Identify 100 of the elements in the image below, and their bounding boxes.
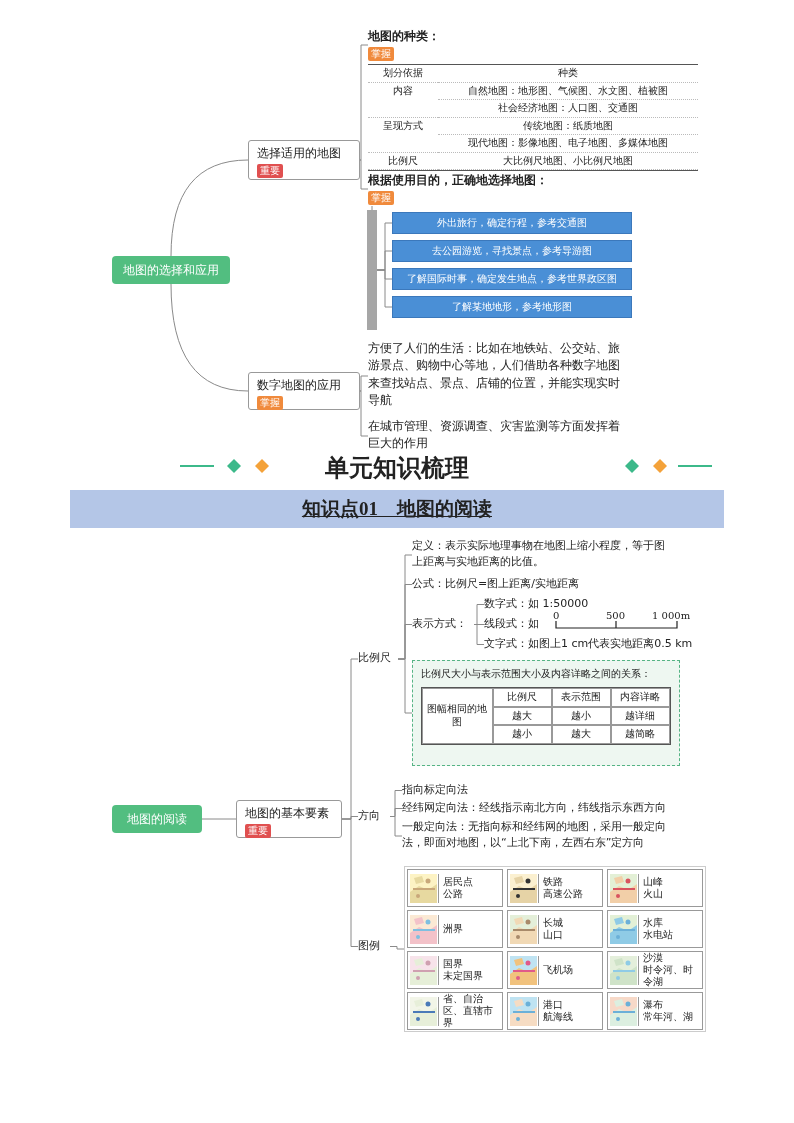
table-text: 内容 — [368, 82, 438, 118]
subtopic-box — [248, 140, 360, 180]
column-header: 内容详略 — [610, 688, 670, 707]
symbol-name: 常年河、湖 — [643, 1011, 693, 1023]
importance-tag: 掌握 — [257, 396, 283, 410]
legend-tile — [607, 951, 703, 989]
table-text: 传统地图：纸质地图 — [438, 117, 698, 135]
connector-line — [170, 283, 249, 392]
symbol-name: 长城 — [543, 917, 563, 929]
node-text: 图例 — [358, 938, 390, 955]
panel-heading: 比例尺大小与表示范围大小及内容详略之间的关系： — [421, 667, 652, 681]
symbol-name: 省、自治区、直辖市界 — [443, 993, 494, 1029]
option-box: 外出旅行，确定行程，参考交通图 — [392, 212, 632, 234]
scale-number: 0 — [553, 611, 560, 621]
legend-tile — [607, 910, 703, 948]
topic-box: 地图的阅读 — [112, 805, 202, 833]
symbol-name: 火山 — [643, 888, 663, 900]
symbol-name: 国界 — [443, 958, 464, 970]
table-text: 比例尺 — [368, 152, 438, 170]
option-box: 去公园游览，寻找景点，参考导游图 — [392, 240, 632, 262]
column-header: 表示范围 — [551, 688, 611, 707]
legend-tile — [507, 910, 603, 948]
symbol-name: 港口 — [543, 999, 564, 1011]
symbol-name: 居民点 — [443, 876, 473, 888]
node-text: 根据使用目的，正确地选择地图： — [368, 172, 549, 189]
symbol-name: 铁路 — [543, 876, 564, 888]
symbol-name: 沙漠 — [643, 952, 664, 964]
node-text: 在城市管理、资源调查、灾害监测等方面发挥着巨大的作用 — [368, 418, 620, 454]
connector-line — [389, 946, 405, 950]
column-header: 划分依据 — [368, 65, 438, 83]
section-heading: 单元知识梳理 — [325, 453, 469, 484]
symbol-name: 未定国界 — [443, 970, 483, 982]
legend-tile — [607, 992, 703, 1030]
node-text: 选择适用的地图 — [257, 145, 342, 162]
symbol-name: 洲界 — [443, 923, 463, 935]
node-text: 表示方式： — [412, 616, 474, 633]
symbol-name: 公路 — [443, 888, 464, 900]
node-text: 文字式：如图上1 cm代表实地距离0.5 km — [484, 636, 724, 653]
importance-tag: 掌握 — [368, 47, 394, 62]
band-title: 知识点01 地图的阅读 — [302, 497, 492, 521]
symbol-name: 水库 — [643, 917, 664, 929]
legend-tile — [607, 869, 703, 907]
table-text: 越小 — [551, 706, 611, 725]
dashed-panel — [412, 660, 680, 766]
node-text: 一般定向法：无指向标和经纬网的地图，采用一般定向法，即面对地图，以“上北下南，左西右东”定方向 — [402, 819, 682, 853]
symbol-name: 瀑布 — [643, 999, 664, 1011]
connector-line — [359, 375, 369, 392]
connector-line — [201, 818, 237, 820]
option-box: 了解国际时事，确定发生地点，参考世界政区图 — [392, 268, 632, 290]
symbol-name: 山峰 — [643, 876, 663, 888]
connector-line — [397, 658, 413, 714]
topic-box: 地图的选择和应用 — [112, 256, 230, 284]
subtopic-box — [248, 372, 360, 410]
node-text: 经纬网定向法：经线指示南北方向，纬线指示东西方向 — [402, 800, 692, 817]
legend-tile — [407, 910, 503, 948]
symbol-name: 高速公路 — [543, 888, 583, 900]
table-text: 越大 — [492, 706, 552, 725]
connector-line — [359, 159, 369, 190]
importance-tag: 重要 — [245, 824, 271, 838]
legend-tile — [507, 951, 603, 989]
legend-tile — [407, 951, 503, 989]
subtopic-box — [236, 800, 342, 838]
connector-line — [473, 624, 485, 645]
option-box: 了解某地地形，参考地形图 — [392, 296, 632, 318]
node-text: 定义：表示实际地理事物在地图上缩小程度，等于图上距离与实地距离的比值。 — [412, 538, 674, 572]
table-text: 呈现方式 — [368, 117, 438, 153]
table-text: 越小 — [492, 725, 552, 744]
connector-line — [376, 269, 393, 308]
node-text: 比例尺 — [358, 650, 398, 668]
node-text: 方便了人们的生活：比如在地铁站、公交站、旅游景点、购物中心等地，人们借助各种数字地图来查找站点、景点、店铺的位置，并能实现实时导航 — [368, 340, 620, 412]
node-text: 指向标定向法 — [402, 782, 532, 799]
symbol-name: 航海线 — [543, 1011, 573, 1023]
connector-line — [473, 604, 485, 625]
table-text: 越简略 — [610, 725, 670, 744]
connector-line — [359, 390, 369, 437]
table-text: 社会经济地图：人口图、交通图 — [438, 100, 698, 118]
symbol-name: 飞机场 — [543, 964, 573, 976]
node-text: 数字地图的应用 — [257, 377, 342, 394]
column-header: 图幅相同的地图 — [422, 688, 493, 744]
legend-tile — [507, 869, 603, 907]
table-text: 越大 — [551, 725, 611, 744]
importance-tag: 掌握 — [368, 191, 394, 206]
scale-number: 500 — [606, 611, 626, 621]
node-text: 地图的基本要素 — [245, 805, 330, 822]
node-text: 数字式：如 1:50000 — [484, 596, 634, 613]
legend-tile — [407, 869, 503, 907]
importance-tag: 重要 — [257, 164, 283, 178]
node-text: 线段式：如 — [484, 616, 548, 633]
connector-line — [371, 205, 373, 211]
connector-line — [341, 818, 359, 947]
column-header: 比例尺 — [492, 688, 552, 707]
column-header: 种类 — [438, 65, 698, 83]
table-text: 现代地图：影像地图、电子地图、多媒体地图 — [438, 135, 698, 153]
node-text: 公式：比例尺=图上距离/实地距离 — [412, 576, 632, 593]
legend-tile — [507, 992, 603, 1030]
table-text: 大比例尺地图、小比例尺地图 — [438, 152, 698, 170]
symbol-name: 时令河、时令湖 — [643, 964, 694, 988]
legend-tile — [407, 992, 503, 1030]
table-text: 自然地图：地形图、气候图、水文图、植被图 — [438, 82, 698, 100]
connector-line — [359, 44, 369, 161]
